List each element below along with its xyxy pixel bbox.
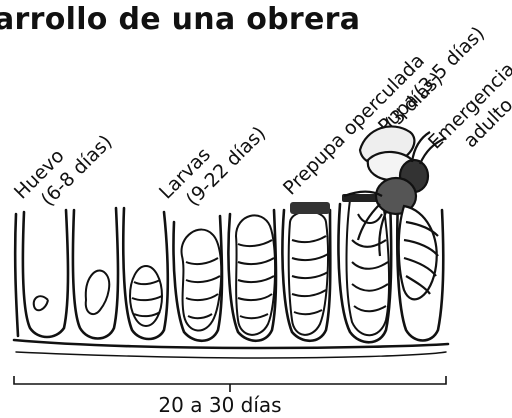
stage-label-egg: Huevo (6-8 días) [10,114,117,221]
bee-abdomen [399,206,437,299]
cell-2 [73,208,118,339]
comb-base [14,340,448,348]
larva-medium [182,230,222,331]
larva-small [130,266,162,326]
young-larva [86,270,109,314]
cell-wall-1 [15,214,18,336]
emerging-bee [344,126,446,299]
larva-prepupa [289,212,328,335]
larva-large [236,215,275,334]
cell-cap [290,202,330,214]
egg [34,296,48,310]
comb-base-lower [16,352,446,358]
cell-1 [23,210,68,337]
total-duration-label: 20 a 30 días [158,393,281,417]
cell-3 [123,208,168,339]
duration-bracket [14,376,446,392]
stage-label-larvae: Larvas (9-22 días) [155,105,270,220]
